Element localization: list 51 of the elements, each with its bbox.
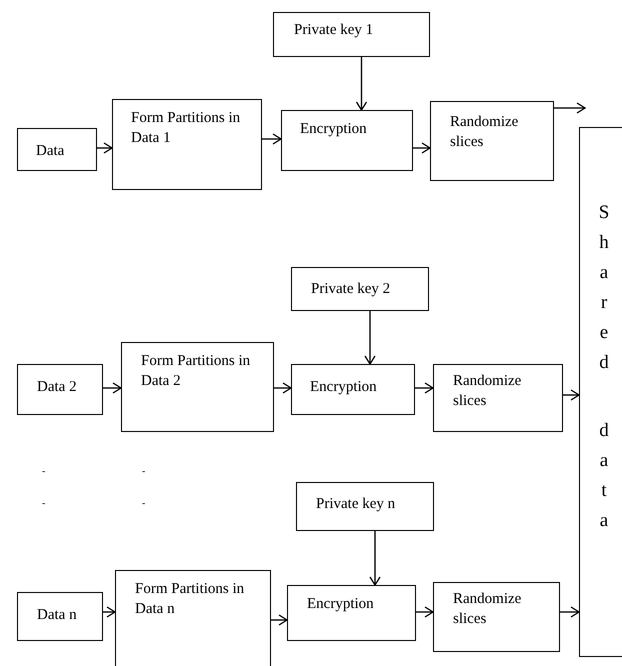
ellipsis-mark: - [142, 467, 146, 477]
process-box [121, 342, 274, 432]
box-label: Randomize slices [450, 113, 520, 152]
box-label: Private key n [316, 495, 396, 514]
process-box [433, 364, 563, 432]
process-box [291, 267, 429, 311]
process-box [17, 592, 103, 641]
box-label: Encryption [307, 595, 375, 614]
arrow [356, 57, 368, 111]
box-label: Data 2 [37, 378, 78, 397]
box-label: Form Partitions in Data 2 [141, 352, 252, 392]
output-box [579, 127, 622, 657]
vertical-label: Shared data [598, 201, 610, 533]
process-box [115, 570, 271, 666]
arrow [560, 606, 580, 618]
ellipsis-mark: - [42, 467, 46, 477]
arrow [415, 382, 434, 394]
box-label: Data [36, 142, 66, 161]
process-box [296, 482, 434, 531]
arrow [413, 142, 431, 154]
ellipsis-mark: - [142, 499, 146, 509]
ellipsis-mark: - [42, 499, 46, 509]
box-label: Form Partitions in Data n [135, 580, 246, 620]
box-label: Private key 2 [311, 280, 392, 299]
arrow [103, 606, 116, 618]
box-label: Encryption [310, 378, 378, 397]
process-box [287, 585, 416, 641]
arrow [262, 133, 282, 145]
process-box [17, 364, 103, 415]
arrow [369, 531, 381, 586]
arrow [364, 311, 376, 365]
arrow [274, 382, 292, 394]
process-box [281, 110, 413, 171]
process-box [112, 99, 262, 190]
process-box [430, 101, 554, 181]
process-box [291, 364, 415, 415]
arrow [271, 614, 288, 626]
box-label: Randomize slices [453, 590, 522, 630]
arrow [563, 389, 580, 401]
box-label: Randomize slices [453, 372, 522, 412]
box-label: Private key 1 [294, 21, 374, 40]
arrow [103, 382, 122, 394]
box-label: Data n [37, 606, 78, 625]
process-box [273, 12, 430, 57]
arrow [416, 606, 434, 618]
process-box [17, 128, 97, 171]
box-label: Form Partitions in Data 1 [131, 109, 242, 148]
box-label: Encryption [300, 120, 368, 139]
arrow [554, 102, 586, 114]
arrow [97, 142, 113, 154]
process-box [433, 582, 560, 652]
